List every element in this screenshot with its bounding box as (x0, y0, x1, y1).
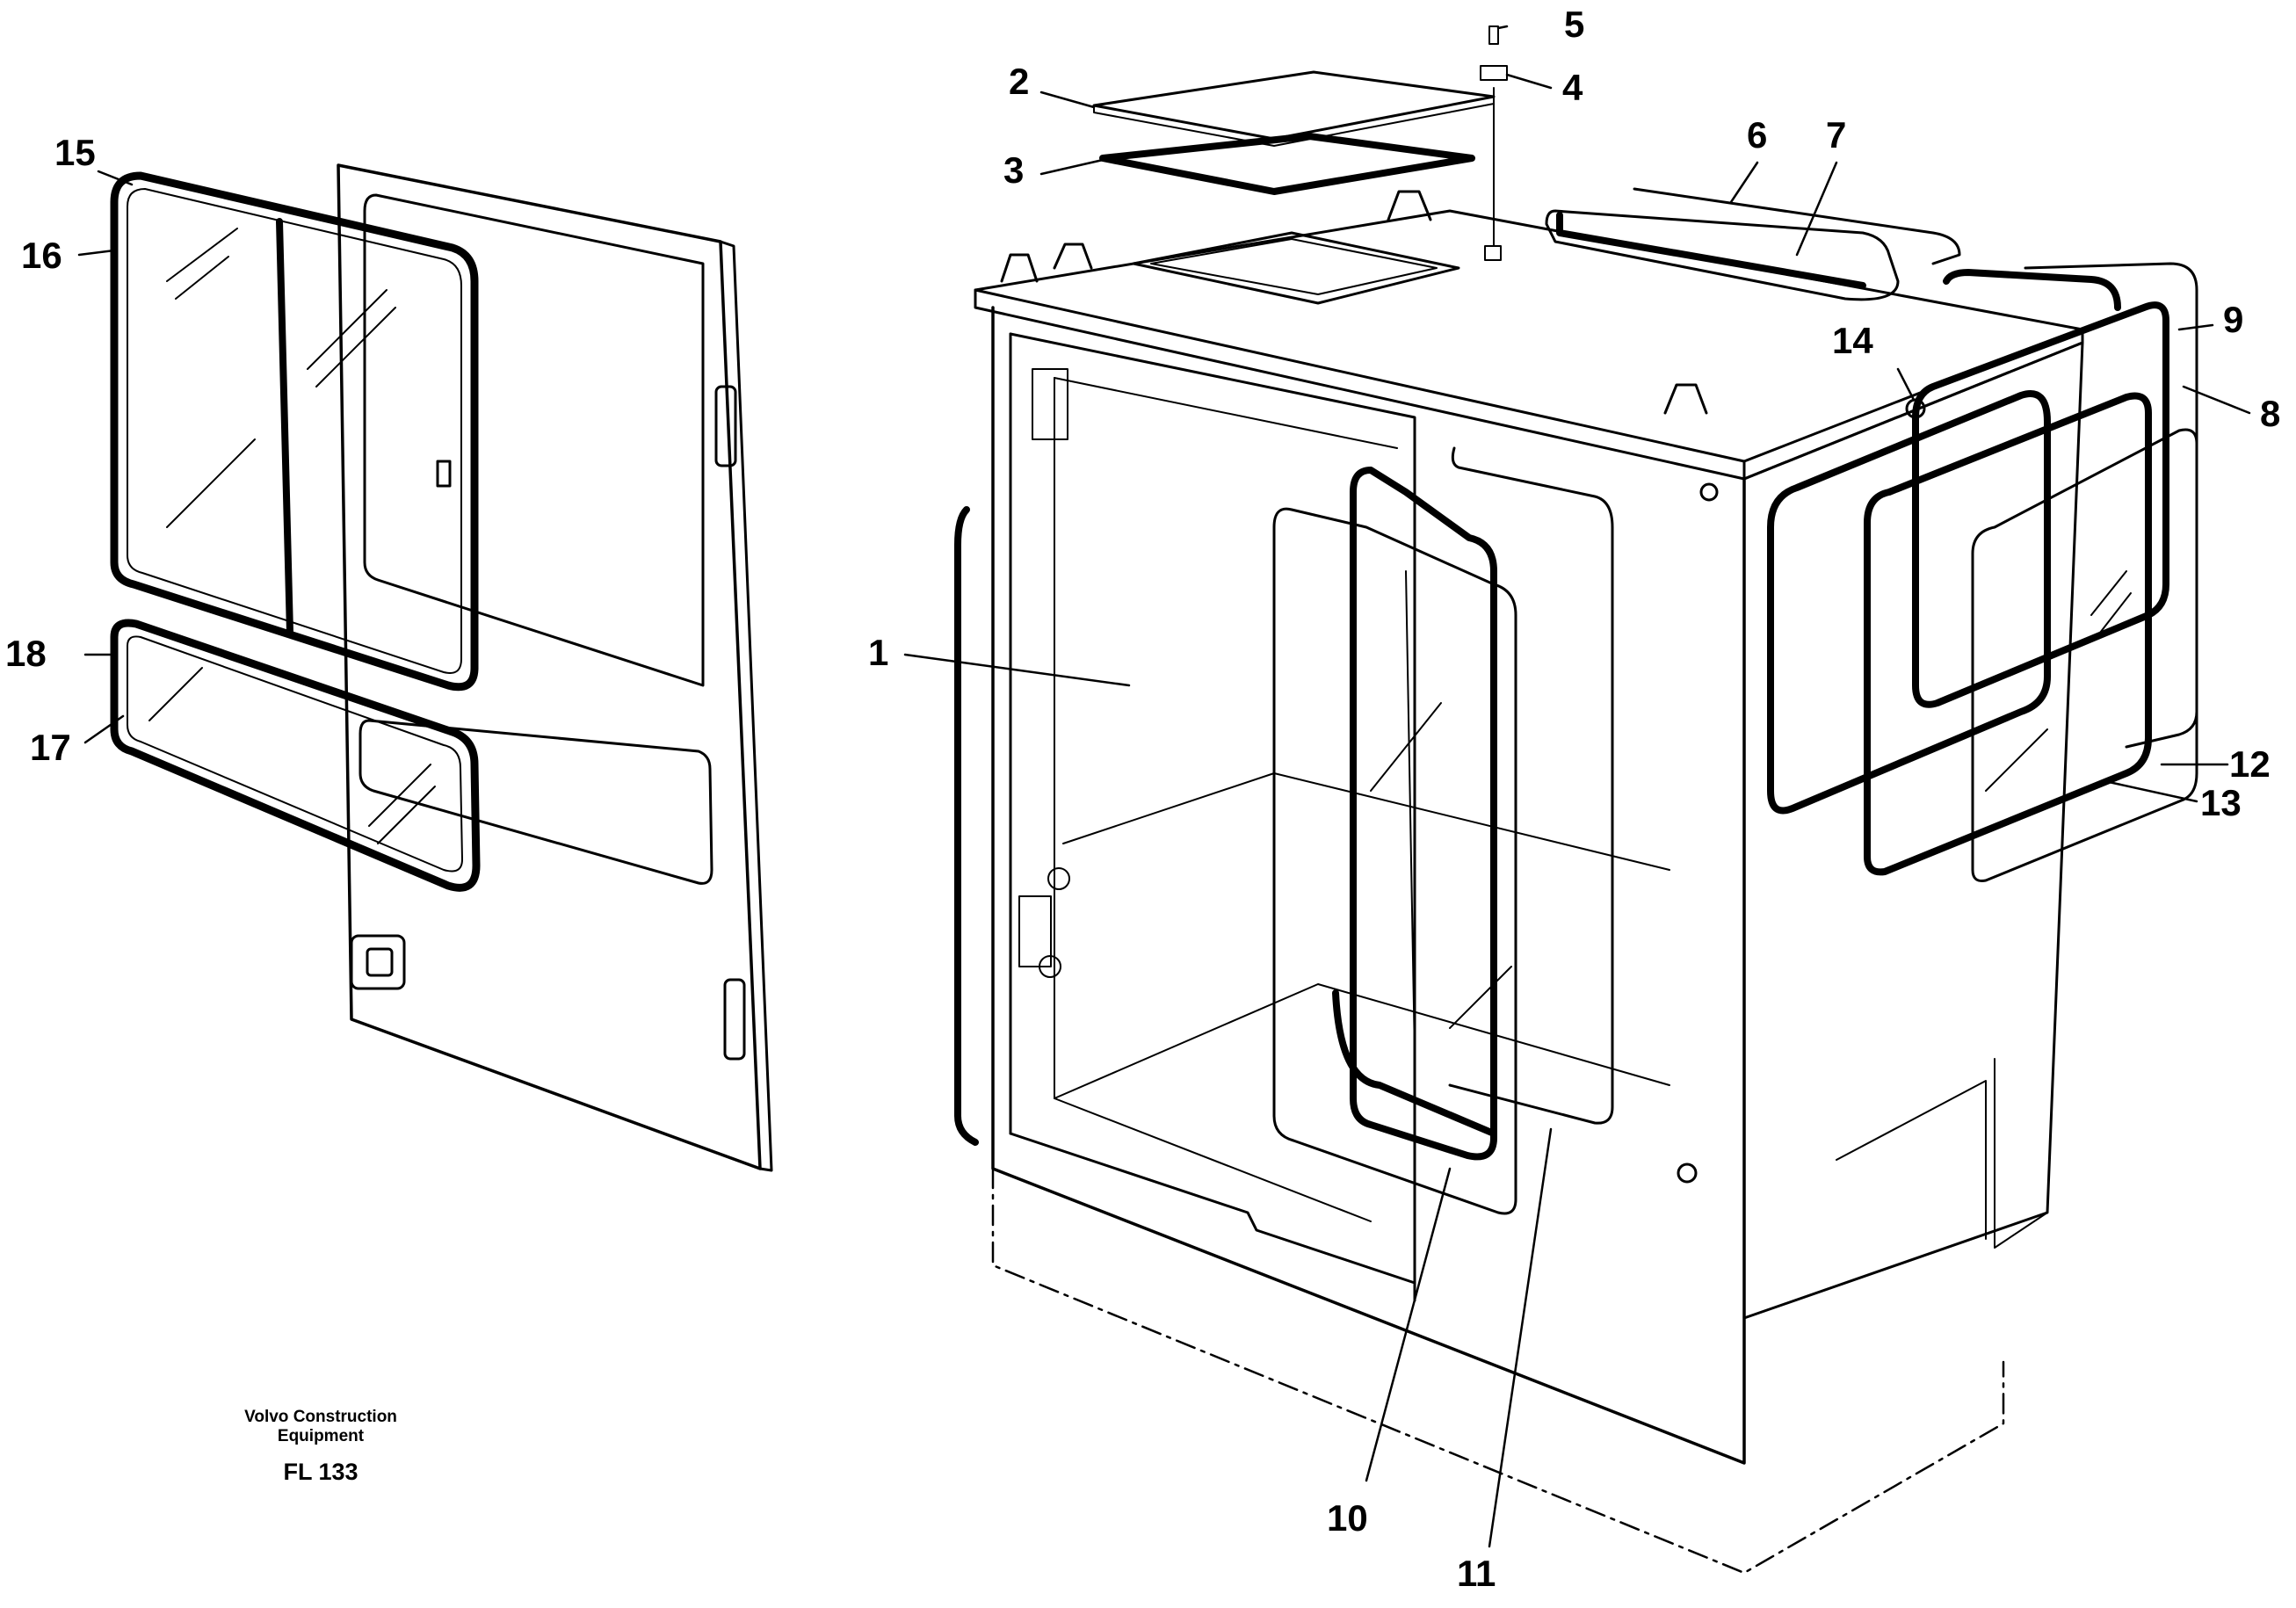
callout-17: 17 (30, 727, 71, 768)
front-window-frames (1272, 446, 1614, 1215)
maker-name-line1: Volvo Construction (244, 1408, 397, 1426)
callout-5: 5 (1564, 4, 1584, 45)
callout-11: 11 (1457, 1553, 1496, 1594)
figure-id: FL 133 (283, 1459, 359, 1485)
side-window-frames (1767, 262, 2198, 882)
callout-7: 7 (1826, 114, 1846, 156)
callout-12: 12 (2229, 743, 2271, 785)
callout-14: 14 (1832, 320, 1873, 361)
callout-16: 16 (21, 235, 62, 276)
callout-numbers: 1 2 3 4 5 6 7 8 9 10 11 12 13 14 15 16 1… (5, 4, 2280, 1594)
rear-window-frames (1545, 187, 1961, 301)
roof-hatch-parts (1092, 25, 1508, 261)
callout-10: 10 (1327, 1497, 1368, 1539)
callout-8: 8 (2260, 393, 2280, 434)
leader-lines (77, 25, 2251, 1548)
callout-13: 13 (2200, 782, 2242, 823)
callout-2: 2 (1009, 61, 1029, 102)
callout-9: 9 (2223, 299, 2243, 340)
door-upper-glass (110, 171, 479, 692)
maker-name-line2: Equipment (277, 1427, 365, 1445)
callout-3: 3 (1003, 149, 1024, 191)
callout-1: 1 (868, 632, 888, 673)
callout-15: 15 (54, 132, 96, 173)
door-lower-glass (110, 619, 481, 892)
door-panel (337, 163, 773, 1172)
callout-4: 4 (1562, 67, 1583, 108)
callout-6: 6 (1747, 114, 1767, 156)
callout-18: 18 (5, 633, 47, 674)
